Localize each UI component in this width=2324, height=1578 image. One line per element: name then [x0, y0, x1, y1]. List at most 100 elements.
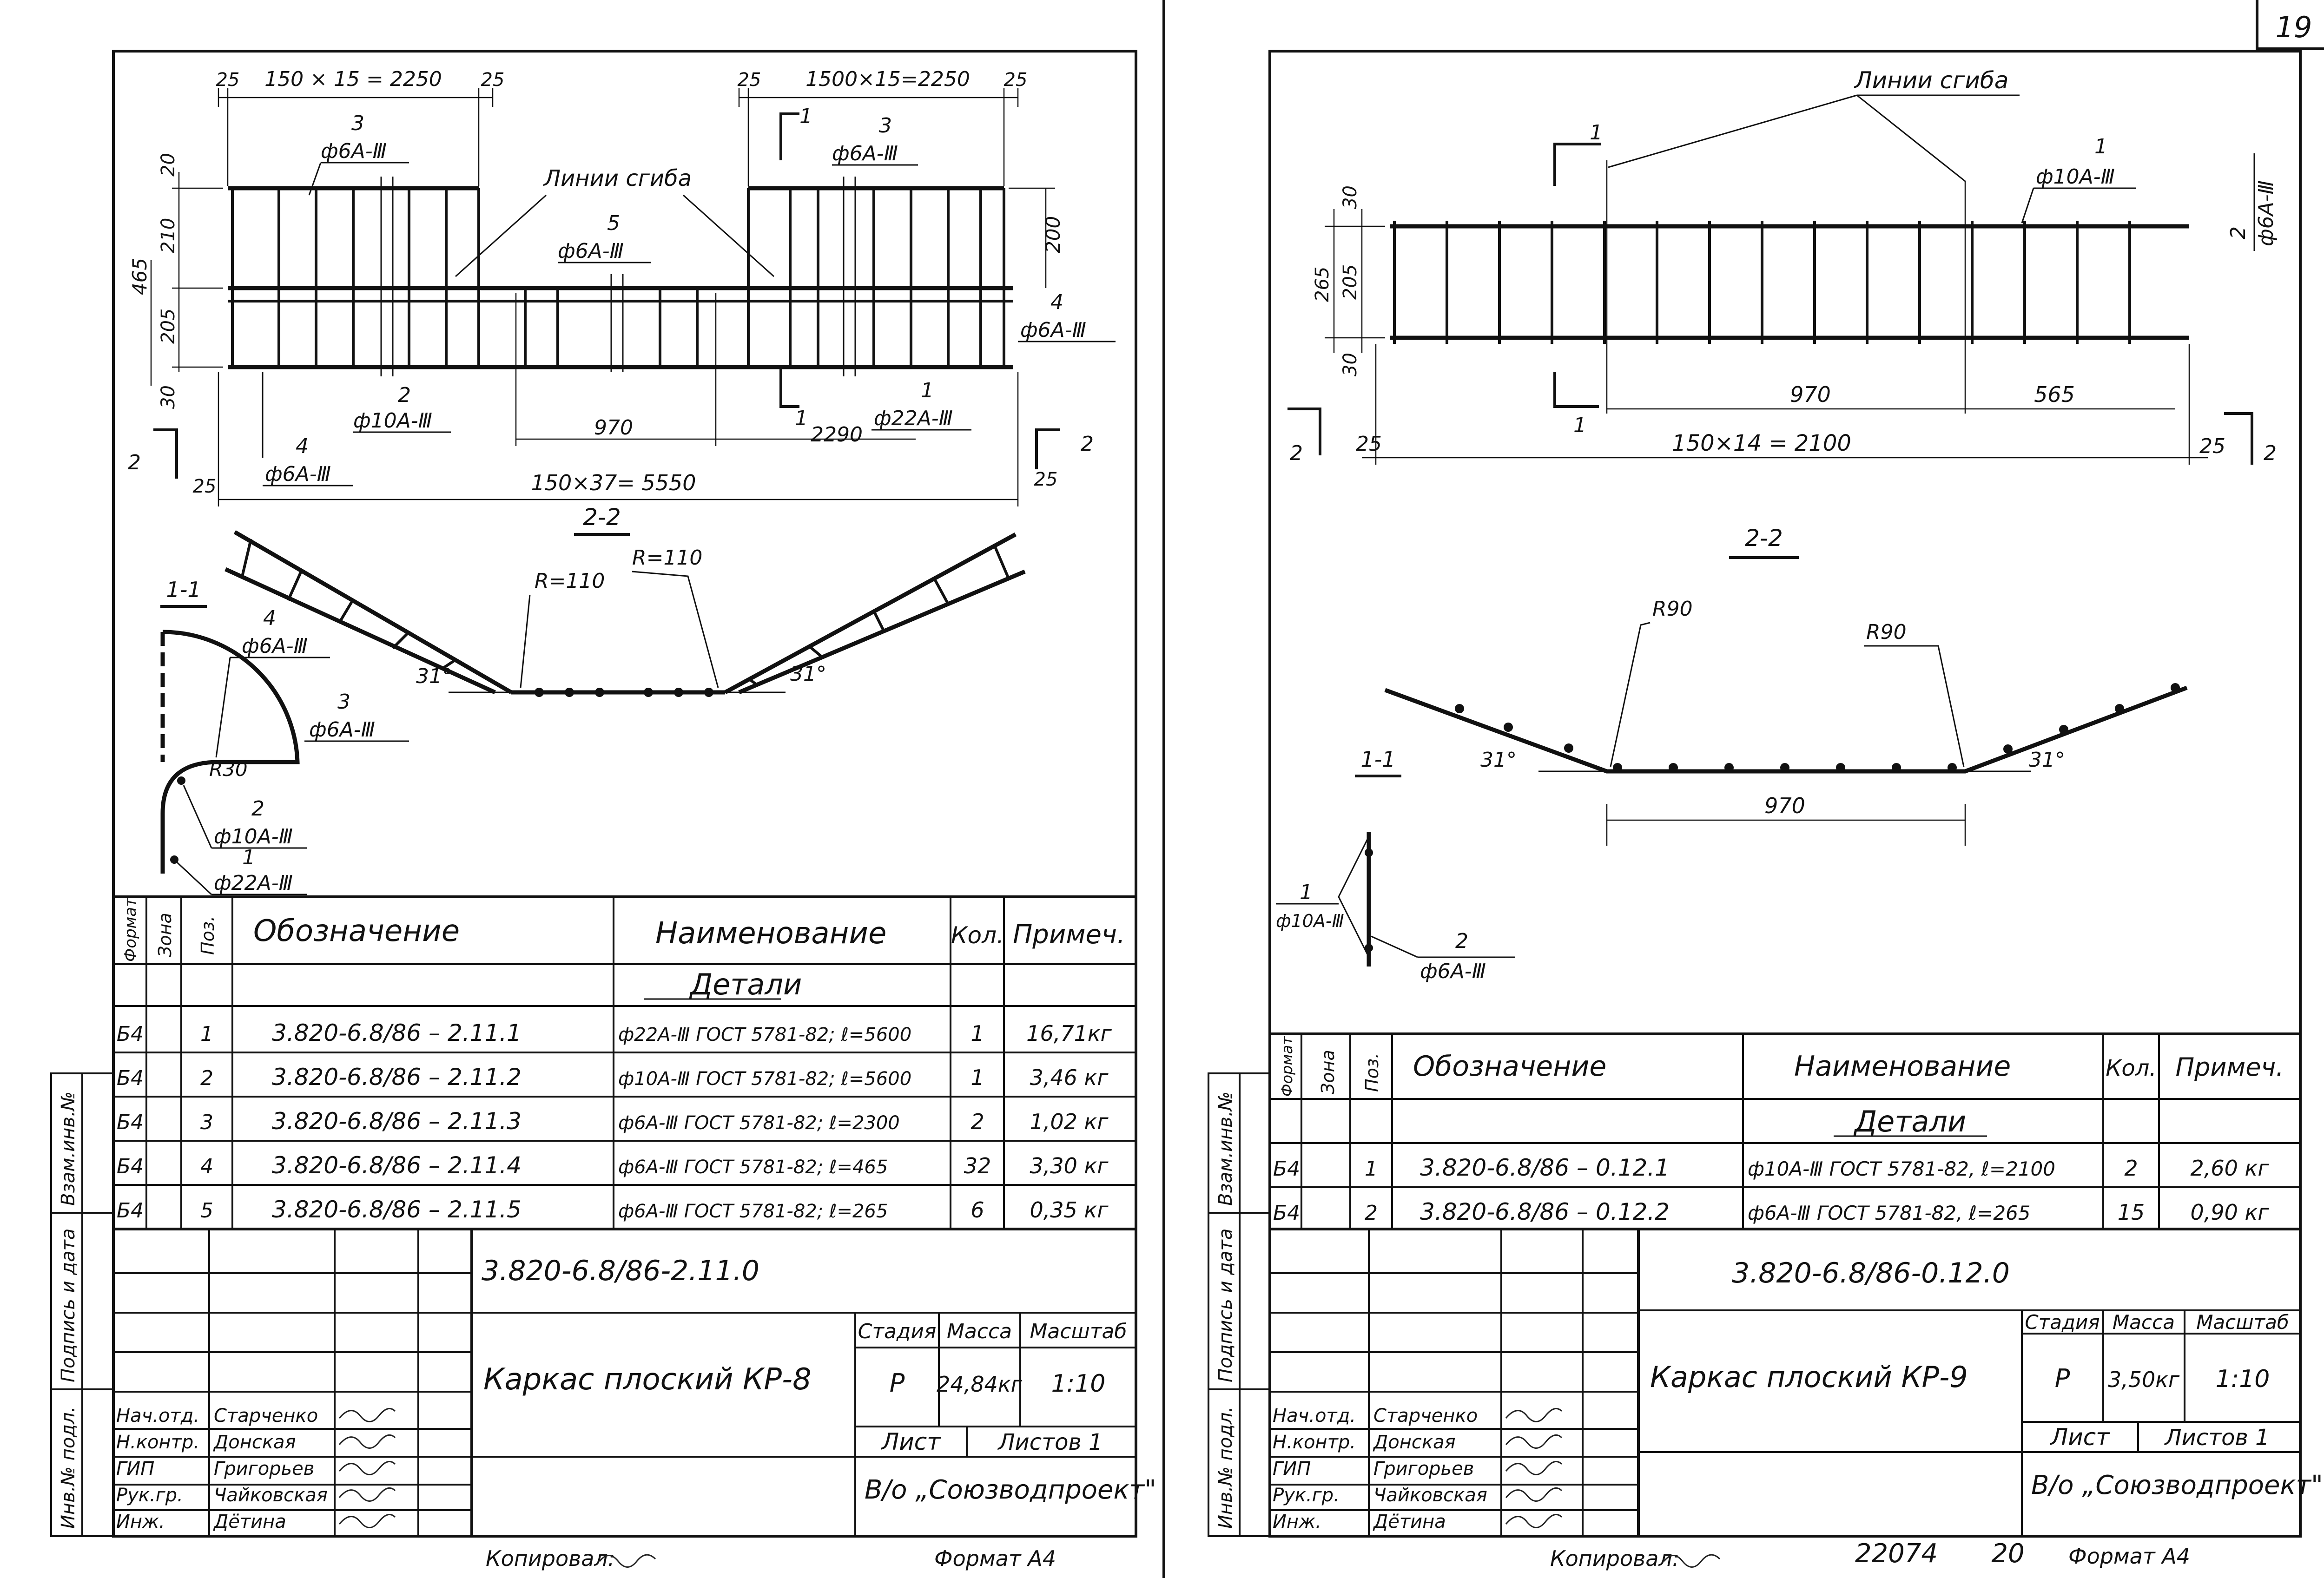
- kr9-doc-code: 3.820-6.8/86-0.12.0: [1732, 1257, 2010, 1289]
- signatory-signature: [1505, 1434, 1563, 1449]
- signatory-role: Инж.: [116, 1511, 165, 1532]
- kr9-mass: 3,50кг: [2108, 1367, 2180, 1392]
- spec-qty-cell: 1: [971, 1021, 984, 1046]
- kr8-callout-1-num: 1: [921, 379, 934, 402]
- kr9-section-bar-dot: [1669, 763, 1678, 772]
- signatory-role: Нач.отд.: [1273, 1405, 1356, 1427]
- kr9-stage: Р: [2055, 1364, 2070, 1393]
- signatory-role: ГИП: [1273, 1458, 1311, 1479]
- kr9-section-bar-dot: [1948, 763, 1957, 772]
- side-vzam: Взам.инв.№: [58, 1091, 79, 1206]
- spec-name-cell: ф6А-Ⅲ ГОСТ 5781-82; ℓ=2300: [618, 1112, 900, 1134]
- right-frame: [1268, 50, 2302, 1538]
- kr8-hdr-designation: Обозначение: [253, 914, 460, 948]
- spec-pos-cell: 1: [1365, 1157, 1378, 1181]
- spec-note-cell: 0,90 кг: [2191, 1200, 2270, 1225]
- kr8-org: В/о „Союзводпроект": [865, 1475, 1156, 1505]
- kr8-callout-2-bar: ф10А-Ⅲ: [353, 409, 432, 433]
- spec-designation-cell: 3.820-6.8/86 – 0.12.2: [1420, 1198, 1670, 1225]
- kr8-dim-total: 150×37= 5550: [531, 470, 696, 495]
- kr8-callout-4a-num: 4: [1050, 290, 1063, 314]
- kr9-hdr-zone: Зона: [1318, 1050, 1338, 1094]
- signatory-name: Григорьев: [1373, 1458, 1474, 1479]
- spec-note-cell: 16,71кг: [1026, 1021, 1112, 1046]
- kr8-sec11-callout-4-num: 4: [263, 606, 276, 630]
- sheet-num: 20: [1991, 1539, 2024, 1569]
- spec-designation-cell: 3.820-6.8/86 – 2.11.2: [272, 1064, 522, 1091]
- kr8-section-bar-dot: [565, 688, 574, 697]
- kr9-sec11-callout-2-num: 2: [1455, 929, 1468, 953]
- signatory-name: Дётина: [213, 1511, 286, 1532]
- right-format-label: Формат А4: [2068, 1544, 2190, 1569]
- kr8-bend-lines-label: Линии сгиба: [543, 165, 692, 191]
- kr8-callout-3b-bar: ф6А-Ⅲ: [832, 142, 898, 165]
- kr8-scale: 1:10: [1051, 1370, 1106, 1398]
- doc-number: 22074: [1855, 1539, 1938, 1569]
- right-copied-signature: [1663, 1554, 1721, 1568]
- signatory-name: Дётина: [1373, 1511, 1446, 1532]
- spec-qty-cell: 2: [2124, 1156, 2138, 1181]
- kr8-sheets-label: Листов 1: [997, 1429, 1103, 1455]
- kr8-sec11-callout-1-num: 1: [242, 846, 255, 869]
- kr8-dim-200: 200: [1042, 216, 1064, 253]
- kr9-section-2-2: 2-2 R90 R90 31° 31° 970: [1384, 525, 2188, 846]
- spec-qty-cell: 2: [971, 1109, 984, 1134]
- spec-name-cell: ф10А-Ⅲ ГОСТ 5781-82; ℓ=5600: [618, 1068, 911, 1090]
- kr8-hdr-note: Примеч.: [1013, 920, 1125, 950]
- kr9-sheets-label: Листов 1: [2164, 1425, 2269, 1451]
- kr8-callout-3a-num: 3: [351, 112, 364, 135]
- kr9-sheet-label: Лист: [2050, 1424, 2111, 1451]
- kr8-dim-2290: 2290: [811, 423, 863, 447]
- kr8-section-bar-dot: [595, 688, 604, 697]
- spec-note-cell: 1,02 кг: [1030, 1109, 1109, 1134]
- kr9-cut-2-right-label: 2: [2264, 441, 2277, 465]
- kr8-cut-2-right-label: 2: [1081, 432, 1094, 456]
- spec-designation-cell: 3.820-6.8/86 – 2.11.1: [272, 1019, 522, 1046]
- signatory-role: ГИП: [116, 1458, 154, 1479]
- kr8-cut-2-left-label: 2: [128, 451, 141, 474]
- kr8-sheet-label: Лист: [881, 1428, 942, 1455]
- kr8-r30: R30: [209, 758, 248, 781]
- kr8-sec11-callout-2-bar: ф10А-Ⅲ: [214, 825, 293, 848]
- kr8-cut-1-bottom-label: 1: [795, 407, 808, 430]
- signatory-signature: [1505, 1513, 1563, 1528]
- kr9-hdr-format: Формат: [1278, 1036, 1296, 1097]
- kr9-callout-1-bar: ф10А-Ⅲ: [2036, 165, 2115, 189]
- kr9-section-bar-dot: [1504, 723, 1513, 732]
- kr8-sec11-callout-3-bar: ф6А-Ⅲ: [309, 718, 375, 742]
- kr9-cut-1-top-label: 1: [1590, 121, 1603, 145]
- kr9-hdr-name: Наименование: [1794, 1050, 2011, 1083]
- kr8-sec11-callout-2-num: 2: [251, 797, 264, 821]
- spec-designation-cell: 3.820-6.8/86 – 0.12.1: [1420, 1154, 1670, 1181]
- left-copied-label: Копировал:: [486, 1546, 615, 1571]
- kr9-section-bar-dot: [1455, 704, 1464, 713]
- kr9-dim-30a: 30: [1340, 185, 1361, 209]
- kr8-dim-25c: 25: [738, 69, 761, 91]
- kr8-angle-a: 31°: [416, 664, 452, 688]
- kr9-cut-1-top: [1553, 143, 1601, 186]
- spec-name-cell: ф6А-Ⅲ ГОСТ 5781-82, ℓ=265: [1748, 1202, 2031, 1224]
- kr9-dim-205: 205: [1340, 264, 1361, 300]
- kr9-sec11-callout-1-num: 1: [1300, 881, 1313, 904]
- signatory-name: Чайковская: [1373, 1485, 1487, 1506]
- kr9-spec-table: Формат Зона Поз. Обозначение Наименовани…: [1270, 1032, 2300, 1230]
- kr9-section-bar-dot: [1892, 763, 1901, 772]
- kr9-title: Каркас плоский КР-9: [1650, 1360, 1968, 1394]
- kr9-hdr-pos: Поз.: [1362, 1053, 1382, 1092]
- signatory-signature: [338, 1407, 396, 1422]
- kr9-section-1-1-label: 1-1: [1360, 747, 1395, 772]
- kr9-section-bar-dot: [2059, 725, 2068, 734]
- right-side-inv-podl: Инв.№ подл.: [1215, 1407, 1236, 1529]
- kr8-dim-465: 465: [128, 258, 151, 295]
- kr8-stage: Р: [890, 1368, 905, 1398]
- kr8-section-1-1: 1-1 4 ф6А-Ⅲ 3 ф6А-Ⅲ R30 2 ф10А-Ⅲ 1 ф22А-…: [160, 577, 409, 895]
- kr8-hdr-format: Формат: [121, 897, 140, 962]
- kr8-r110-a: R=110: [535, 569, 605, 593]
- kr8-mass: 24,84кг: [937, 1372, 1022, 1397]
- signatory-role: Инж.: [1273, 1511, 1321, 1532]
- page-number: 19: [2276, 10, 2312, 44]
- kr9-section-bar-dot: [1564, 743, 1573, 753]
